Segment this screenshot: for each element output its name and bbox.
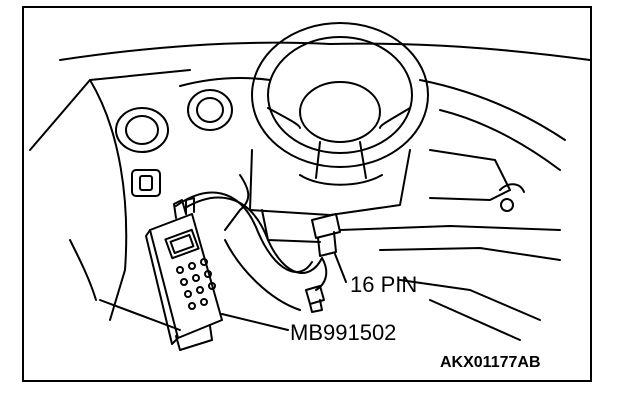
- pin-leader-line: [334, 253, 347, 283]
- adapter-plug: [305, 285, 325, 313]
- connector-label: 16 PIN: [350, 272, 418, 297]
- handheld-tester: [145, 197, 223, 351]
- diagnostic-connector: [311, 213, 341, 257]
- tool-label: MB991502: [290, 320, 397, 345]
- center-vent: [187, 89, 233, 131]
- diagnostic-cable: [184, 196, 323, 274]
- dash-switch: [131, 169, 161, 197]
- tool-leader-line: [221, 313, 289, 331]
- steering-wheel: [251, 22, 429, 186]
- illustration-frame: [22, 6, 592, 382]
- figure-code: AKX01177AB: [440, 354, 541, 371]
- left-vent: [115, 107, 169, 153]
